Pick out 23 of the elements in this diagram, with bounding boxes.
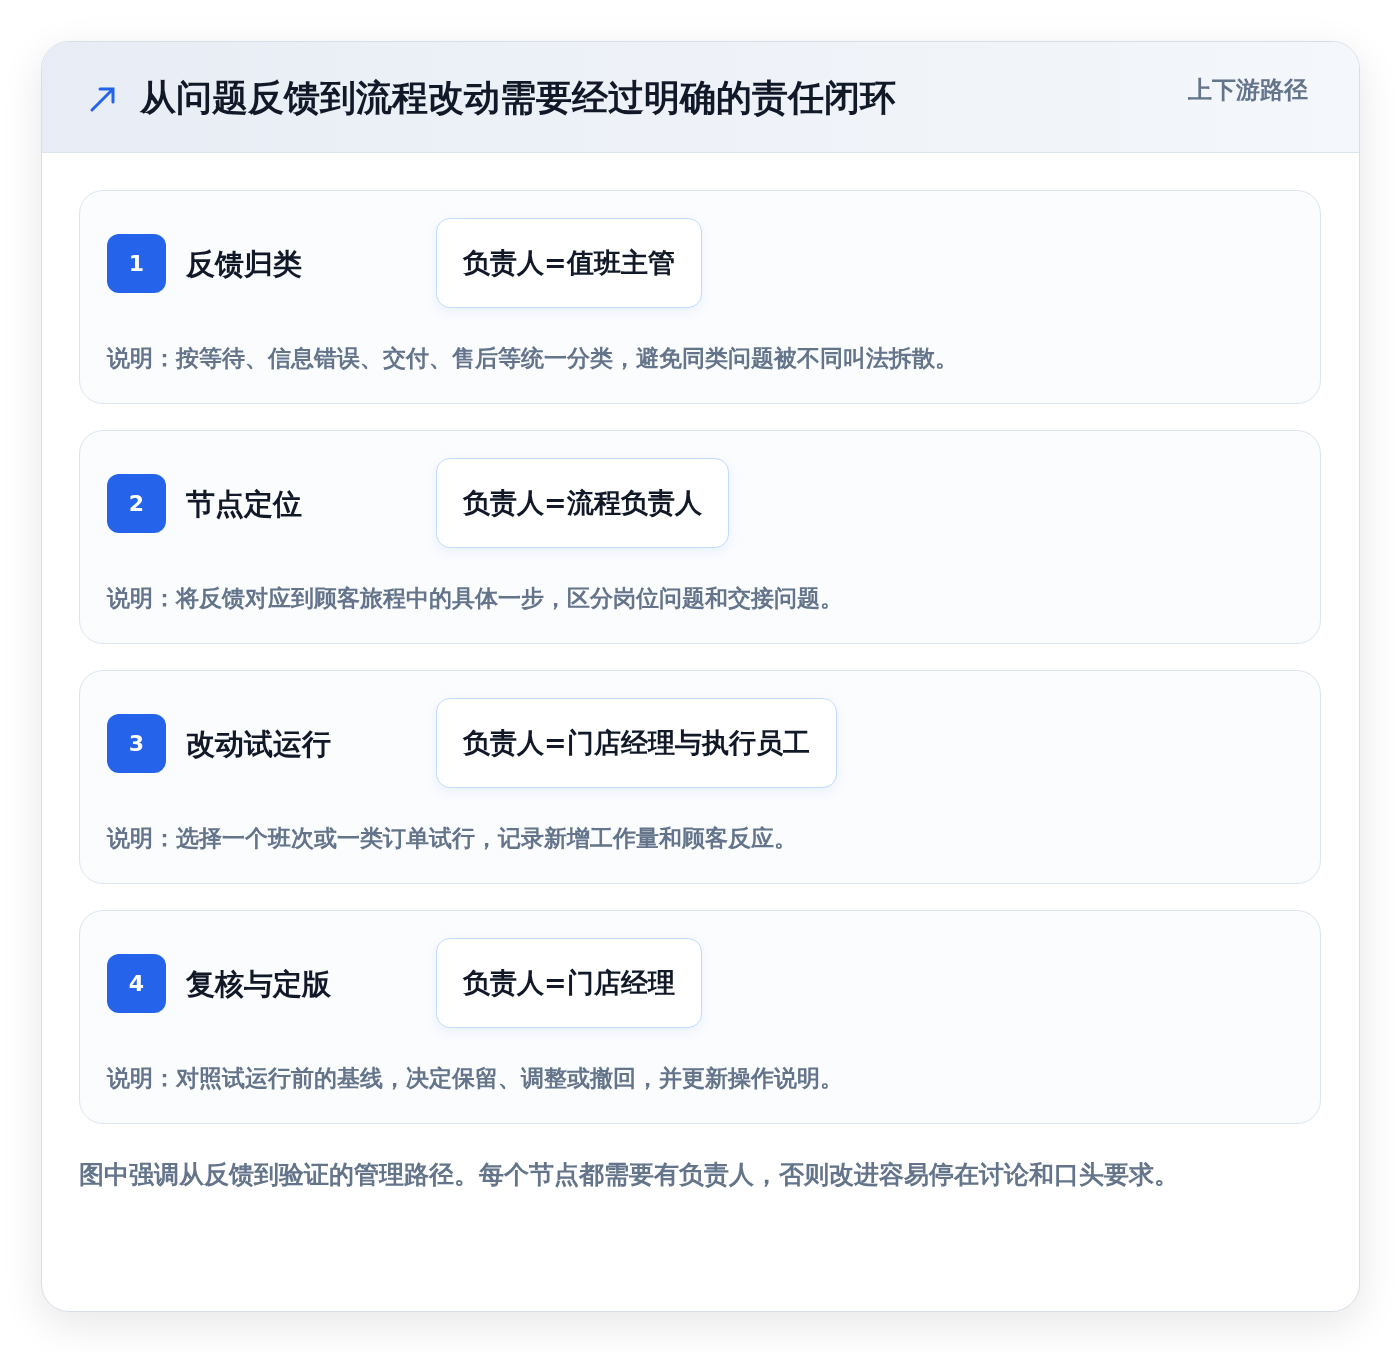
step-title: 改动试运行 xyxy=(186,726,331,763)
owner-tag: 负责人=门店经理 xyxy=(436,938,702,1028)
step-card xyxy=(79,430,1321,644)
step-title: 节点定位 xyxy=(186,486,302,523)
owner-tag: 负责人=值班主管 xyxy=(436,218,702,308)
step-card xyxy=(79,190,1321,404)
step-card xyxy=(79,910,1321,1124)
step-description: 说明：按等待、信息错误、交付、售后等统一分类，避免同类问题被不同叫法拆散。 xyxy=(107,344,958,373)
title: 从问题反馈到流程改动需要经过明确的责任闭环 xyxy=(140,76,896,120)
step-description: 说明：选择一个班次或一类订单试行，记录新增工作量和顾客反应。 xyxy=(107,824,797,853)
caption: 图中强调从反馈到验证的管理路径。每个节点都需要有负责人，否则改进容易停在讨论和口头要求。 xyxy=(79,1159,1179,1191)
step-title: 复核与定版 xyxy=(186,966,331,1003)
owner-tag: 负责人=门店经理与执行员工 xyxy=(436,698,837,788)
step-description: 说明：将反馈对应到顾客旅程中的具体一步，区分岗位问题和交接问题。 xyxy=(107,584,843,613)
header-label: 上下游路径 xyxy=(1188,75,1308,106)
step-number-badge: 3 xyxy=(107,714,166,773)
step-card xyxy=(79,670,1321,884)
owner-tag: 负责人=流程负责人 xyxy=(436,458,729,548)
step-number-badge: 2 xyxy=(107,474,166,533)
step-title: 反馈归类 xyxy=(186,246,302,283)
step-number-badge: 4 xyxy=(107,954,166,1013)
step-number-badge: 1 xyxy=(107,234,166,293)
step-description: 说明：对照试运行前的基线，决定保留、调整或撤回，并更新操作说明。 xyxy=(107,1064,843,1093)
